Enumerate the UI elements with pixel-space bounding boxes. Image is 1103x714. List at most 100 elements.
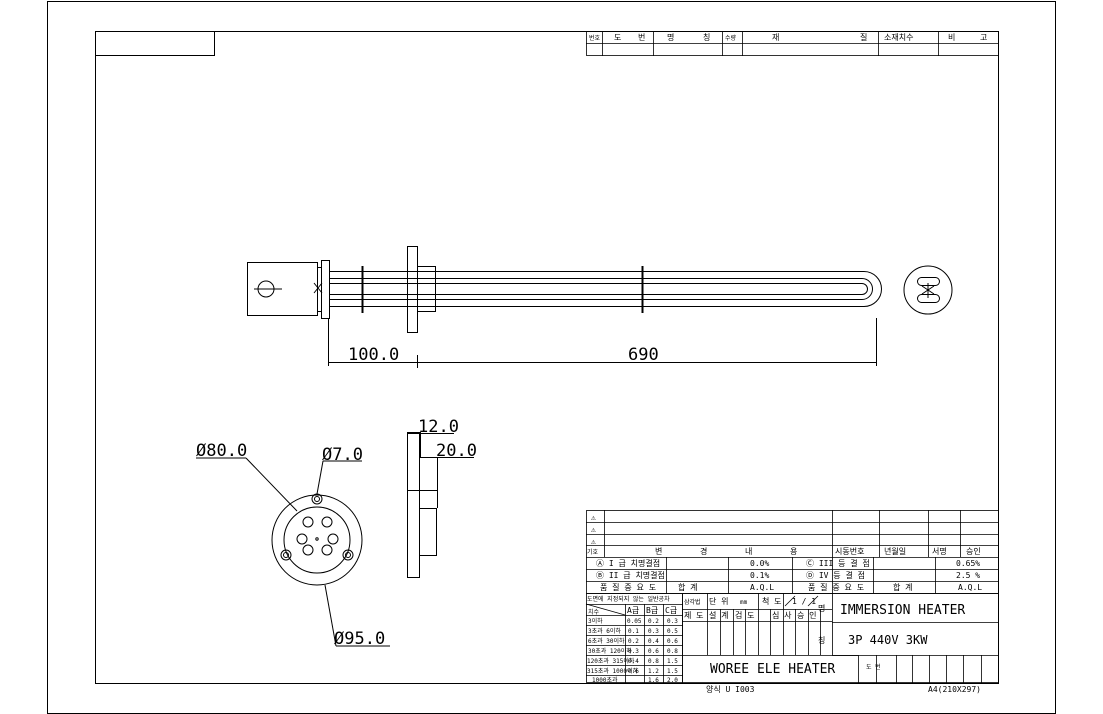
role-draft: 제 도 (684, 611, 704, 620)
tol-hdr-size: 치수 (588, 608, 600, 616)
tol-r5-c: 1.5 (667, 668, 678, 675)
role-review: 심 사 (772, 610, 792, 620)
role-design: 설 계 (709, 610, 729, 620)
bolt-hole-left (280, 549, 292, 561)
rev-hdr-c3: 내 (745, 547, 752, 556)
aql-row3-sum: 합 계 (678, 582, 698, 592)
parts-hdr-name2: 칭 (703, 33, 710, 42)
unit-label: 단 위 (709, 596, 729, 606)
rev-mark-1: ⚠ (591, 513, 596, 522)
tol-r0-b: 0.2 (648, 618, 659, 625)
dim-thk-12: 12.0 (418, 417, 459, 437)
tol-r6-c: 2.0 (667, 677, 678, 684)
role-check: 검 도 (735, 610, 755, 620)
tol-r4-size: 120초과 315이하 (587, 657, 635, 665)
dim-thk-20: 20.0 (436, 441, 477, 461)
form-number: 양식 U I003 (706, 685, 755, 694)
tol-r4-b: 0.8 (648, 658, 659, 665)
tol-r2-c: 0.6 (667, 638, 678, 645)
rev-mark-2: ⚠ (591, 525, 596, 534)
tol-r0-a: 0.05 (627, 618, 642, 625)
tol-r4-c: 1.5 (667, 658, 678, 665)
tolerance-table (585, 593, 683, 683)
dim-outer-dia: Ø95.0 (334, 629, 385, 649)
rev-hdr-c4: 용 (790, 547, 797, 556)
projection-label: 삼각법 (684, 598, 701, 606)
tol-r6-size: 1000초과 (592, 676, 618, 684)
aql-row1-val: 0.0% (750, 559, 769, 568)
drawing-no-label: 도 번 (866, 663, 881, 671)
flange-section-view (407, 432, 474, 578)
parts-hdr-no: 번호 (589, 34, 601, 42)
rev-hdr-c2: 경 (700, 546, 707, 556)
tol-hdr-b: B급 (646, 606, 658, 615)
dim-690: 690 (628, 345, 659, 365)
aql-row1-rval: 0.65% (956, 559, 980, 568)
tol-r0-c: 0.3 (667, 618, 678, 625)
parts-hdr-mat1: 재 (772, 33, 779, 42)
tol-r0-size: 3이하 (588, 617, 603, 625)
dim-hole-dia: Ø7.0 (322, 445, 363, 465)
rev-hdr-approve: 승인 (966, 546, 981, 556)
dim-100: 100.0 (348, 345, 399, 365)
aql-row3-rlabel: 품 질 중 요 도 (808, 583, 864, 592)
aql-row3-label: 품 질 중 요 도 (600, 583, 656, 592)
dim-flange-dia: Ø80.0 (196, 441, 247, 461)
rev-hdr-sign: 서명 (932, 546, 947, 556)
length-dimension (328, 318, 877, 368)
part-name: IMMERSION HEATER (840, 603, 965, 618)
tol-r1-size: 3초과 6이하 (588, 627, 621, 635)
revision-block (586, 510, 999, 594)
scale-label: 척 도 (762, 597, 782, 606)
tol-r5-b: 1.2 (648, 668, 659, 675)
tol-r1-c: 0.5 (667, 628, 678, 635)
tol-r3-b: 0.6 (648, 648, 659, 655)
tol-r1-b: 0.3 (648, 628, 659, 635)
parts-hdr-rem1: 비 (948, 33, 955, 42)
part-spec: 3P 440V 3KW (848, 633, 928, 647)
name-label: 명 (818, 603, 825, 613)
tol-r2-size: 6초과 30이하 (588, 637, 625, 645)
parts-hdr-rem2: 고 (980, 33, 987, 42)
bolt-hole-right (342, 549, 354, 561)
paper-size: A4(210X297) (928, 685, 981, 694)
drawing-frame (95, 31, 999, 684)
tol-r4-a: 0.4 (628, 658, 639, 665)
top-left-box (95, 31, 215, 56)
tol-rows: 3이하 0.05 0.2 0.3 3초과 6이하 0.1 0.3 0.5 6초과… (587, 617, 678, 684)
tol-r2-b: 0.4 (648, 638, 659, 645)
parts-hdr-size: 소재치수 (884, 33, 913, 42)
rev-hdr-date: 년월일 (884, 546, 906, 556)
aql-row2-rval: 2.5 % (956, 571, 980, 580)
aql-row2-rlabel: Ⓓ IV 등 결 점 (806, 570, 865, 580)
aql-row3-rval: A.Q.L (958, 583, 982, 592)
parts-hdr-qty: 수량 (725, 35, 737, 42)
parts-hdr-dwg1: 도 (614, 33, 621, 42)
tol-r6-b: 1.6 (648, 677, 659, 684)
tol-r3-c: 0.8 (667, 648, 678, 655)
tol-r5-size: 315초과 1000이하 (587, 667, 638, 675)
spec-label: 칭 (818, 636, 825, 645)
tol-hdr-a: A급 (627, 606, 639, 615)
rev-hdr-startno: 시동번호 (835, 547, 864, 556)
flange-front-view (196, 457, 390, 647)
tube-end-view (903, 265, 953, 315)
tol-hdr-c: C급 (665, 606, 677, 615)
role-approve: 승 인 (797, 610, 817, 620)
aql-row3-val: A.Q.L (750, 583, 774, 592)
title-block (682, 593, 999, 683)
unit-value: mm (740, 599, 748, 606)
parts-hdr-mat2: 질 (860, 33, 867, 42)
tol-r3-size: 30초과 120이하 (588, 647, 632, 655)
heater-side-view (247, 246, 953, 333)
parts-table (586, 31, 999, 56)
scale-value: 1 / 1 (792, 597, 816, 606)
tol-r2-a: 0.2 (628, 638, 639, 645)
tol-r5-a: 0.6 (628, 668, 639, 675)
parts-hdr-dwg2: 번 (638, 33, 645, 42)
rev-hdr-c1: 변 (655, 546, 662, 556)
aql-row2-val: 0.1% (750, 571, 769, 580)
tol-title: 도면에 지정되지 않는 일반공차 (587, 595, 670, 603)
parts-hdr-name1: 명 (667, 32, 674, 42)
